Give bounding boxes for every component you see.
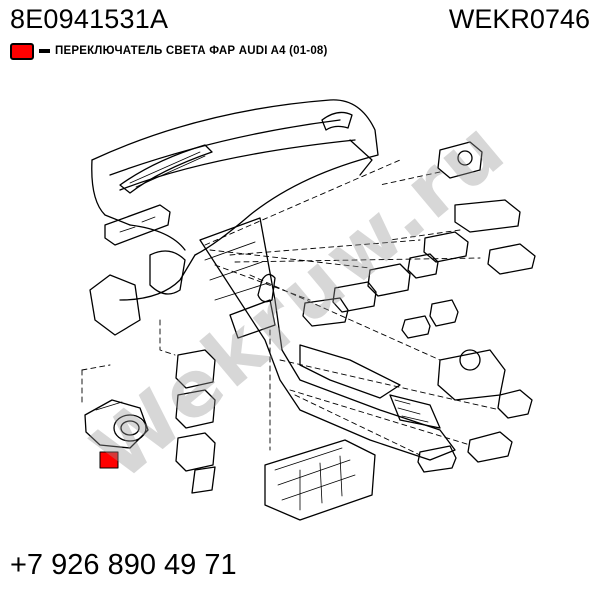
legend-text: ПЕРЕКЛЮЧАТЕЛЬ СВЕТА ФАР AUDI A4 (01-08): [55, 45, 328, 57]
catalog-code: WEKR0746: [448, 4, 590, 34]
dashboard-outline: [91, 99, 379, 301]
climate-control-panel: [264, 439, 376, 521]
part-number: 8E0941531A: [10, 4, 169, 34]
headlight-switch-marker: [99, 451, 119, 469]
mirror-control: [417, 349, 533, 473]
steering-column: [89, 250, 186, 336]
legend: ПЕРЕКЛЮЧАТЕЛЬ СВЕТА ФАР AUDI A4 (01-08): [10, 40, 328, 62]
exploded-dashboard-diagram: [81, 99, 536, 521]
defrost-vent: [119, 144, 213, 194]
leader-lines: [81, 159, 501, 456]
left-upper-switch: [104, 204, 171, 246]
legend-swatch: [10, 42, 34, 60]
center-console: [199, 217, 456, 461]
switch-group-right: [302, 141, 536, 339]
legend-dash: [39, 49, 50, 53]
phone-number: +7 926 890 49 71: [10, 549, 237, 581]
dash-vent-right: [321, 111, 353, 131]
switch-column-left: [175, 349, 216, 494]
headlight-switch: [84, 399, 149, 449]
